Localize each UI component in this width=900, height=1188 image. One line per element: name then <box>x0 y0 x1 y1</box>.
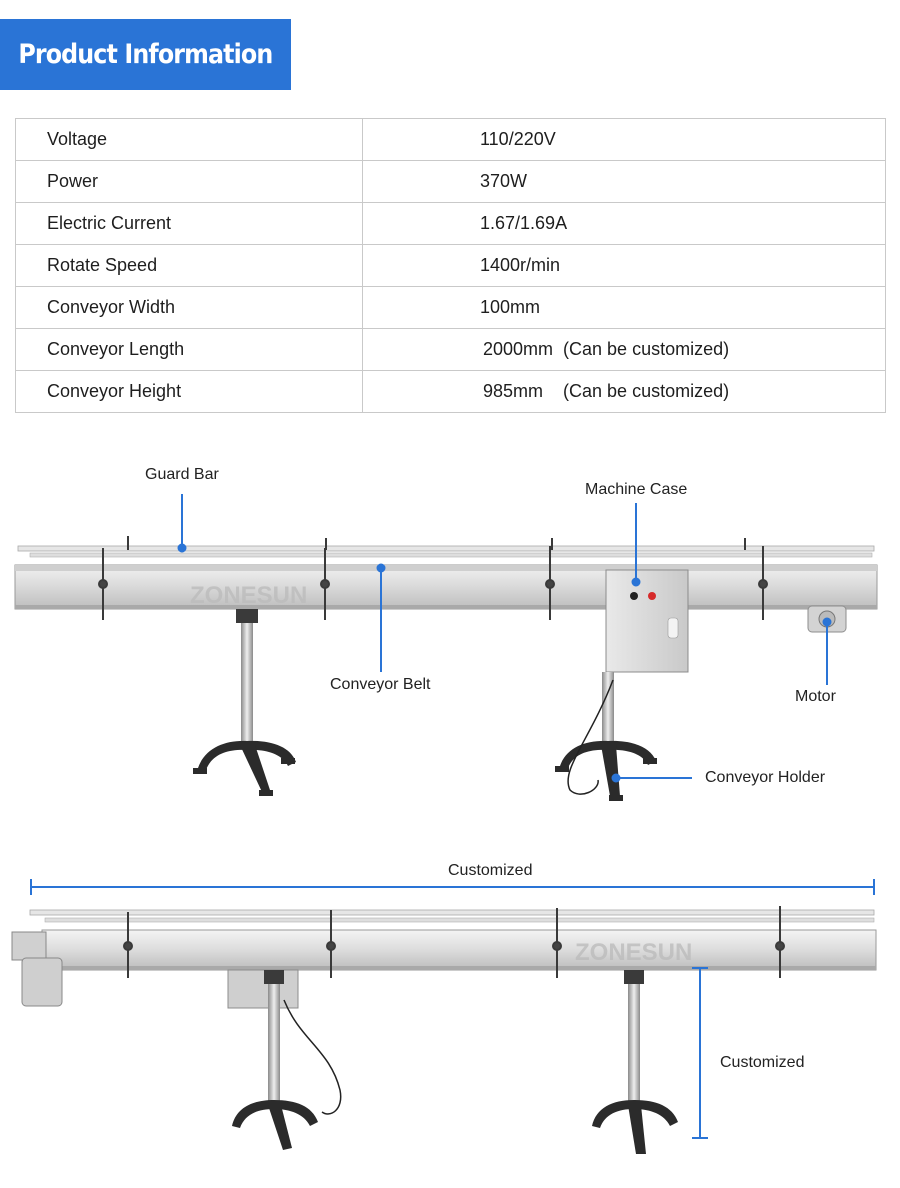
table-row: Electric Current 1.67/1.69A <box>15 202 886 245</box>
rail-brackets <box>98 536 768 620</box>
guard-bar <box>17 545 875 558</box>
spec-table: Voltage 110/220V Power 370W Electric Cur… <box>15 118 886 413</box>
length-customized-label: Customized <box>448 862 533 879</box>
callout-lines <box>177 494 832 783</box>
conveyor-parts-diagram: ZONESUN <box>14 494 878 801</box>
section-title: Product Information <box>18 39 273 70</box>
guard-bar <box>29 909 875 923</box>
conveyor-leg-right <box>555 672 657 801</box>
spec-value: 985mm (Can be customized) <box>362 370 886 413</box>
conveyor-holder-label: Conveyor Holder <box>705 769 826 786</box>
spec-label: Electric Current <box>15 202 363 245</box>
length-dimension-line <box>30 879 875 895</box>
spec-label: Power <box>15 160 363 203</box>
spec-value: 100mm <box>362 286 886 329</box>
spec-value: 2000mm (Can be customized) <box>362 328 886 371</box>
spec-label: Rotate Speed <box>15 244 363 287</box>
machine-case <box>605 569 689 673</box>
spec-value: 110/220V <box>362 118 886 161</box>
watermark: ZONESUN <box>190 582 307 609</box>
spec-label: Conveyor Width <box>15 286 363 329</box>
spec-value: 1.67/1.69A <box>362 202 886 245</box>
rail-brackets <box>123 906 785 978</box>
spec-label: Conveyor Height <box>15 370 363 413</box>
height-dimension-line <box>692 967 708 1139</box>
section-title-banner: Product Information <box>0 19 291 90</box>
motor <box>11 931 63 1007</box>
conveyor-leg-left <box>193 609 296 796</box>
table-row: Conveyor Height 985mm (Can be customized… <box>15 370 886 413</box>
spec-label: Conveyor Length <box>15 328 363 371</box>
table-row: Voltage 110/220V <box>15 118 886 161</box>
table-row: Conveyor Length 2000mm (Can be customize… <box>15 328 886 371</box>
table-row: Power 370W <box>15 160 886 203</box>
conveyor-dimension-diagram: ZONESUN <box>11 879 877 1154</box>
conveyor-leg-left <box>232 970 342 1150</box>
conveyor-frame <box>41 929 877 971</box>
spec-value: 1400r/min <box>362 244 886 287</box>
spec-label: Voltage <box>15 118 363 161</box>
conveyor-belt-label: Conveyor Belt <box>330 676 431 693</box>
conveyor-leg-right <box>592 970 678 1154</box>
watermark: ZONESUN <box>575 939 692 966</box>
machine-case-label: Machine Case <box>585 481 688 498</box>
table-row: Conveyor Width 100mm <box>15 286 886 329</box>
spec-value: 370W <box>362 160 886 203</box>
conveyor-frame <box>14 564 878 610</box>
height-customized-label: Customized <box>720 1054 805 1071</box>
table-row: Rotate Speed 1400r/min <box>15 244 886 287</box>
motor-label: Motor <box>795 688 836 705</box>
machine-case <box>227 969 299 1009</box>
guard-bar-label: Guard Bar <box>145 466 219 483</box>
